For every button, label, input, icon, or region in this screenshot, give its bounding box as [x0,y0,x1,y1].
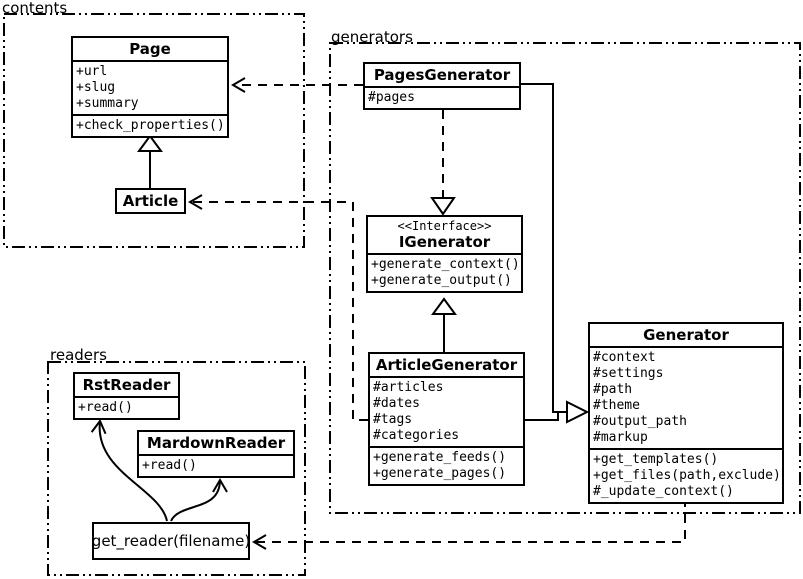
class-rst-reader: RstReader +read() [73,372,180,420]
class-article-name: Article [122,192,179,210]
function-box-get-reader: get_reader(filename) [92,522,250,560]
class-pages-generator-name: PagesGenerator [373,66,511,84]
package-contents-border [3,13,305,248]
class-page: Page +url +slug +summary +check_properti… [71,36,229,138]
class-page-attributes: +url +slug +summary [73,60,227,114]
class-article-generator-name: ArticleGenerator [375,356,518,374]
realization-arrowhead-igenerator-top [430,197,456,216]
class-pages-generator-attributes: #pages [365,86,519,108]
package-label-contents: contents [2,0,68,17]
class-igenerator-stereotype: <<Interface>> [397,219,492,233]
class-generator-name: Generator [643,326,729,344]
class-mardown-reader: MardownReader +read() [137,430,295,478]
class-article-generator-attributes: #articles #dates #tags #categories [370,376,523,446]
class-page-name: Page [129,40,171,58]
class-igenerator-name: IGenerator [398,233,491,251]
class-generator-attributes: #context #settings #path #theme #output_… [590,346,782,448]
class-page-methods: +check_properties() [73,114,227,136]
class-pages-generator: PagesGenerator #pages [363,62,521,110]
class-igenerator-methods: +generate_context() +generate_output() [368,253,521,291]
package-readers-border [47,361,306,576]
class-article: Article [115,188,186,214]
class-igenerator: <<Interface>> IGenerator +generate_conte… [366,215,523,293]
package-label-readers: readers [50,346,107,364]
class-igenerator-header: <<Interface>> IGenerator [368,217,521,253]
edge-articlegenerator-extends-generator [525,412,559,421]
class-article-generator-methods: +generate_feeds() +generate_pages() [370,446,523,484]
package-label-generators: generators [331,28,413,46]
edge-getreader-to-rstreader [90,419,168,522]
edge-generator-depends-getreader [252,498,686,550]
class-rst-reader-methods: +read() [75,396,178,418]
generalization-arrowhead-generator [566,400,590,424]
edge-articlegenerator-depends-article [188,194,368,421]
edge-getreader-to-mardownreader [170,478,228,522]
generalization-arrowhead-igenerator-bottom [431,297,457,315]
class-generator-methods: +get_templates() +get_files(path,exclude… [590,448,782,502]
edge-pagesgenerator-extends-generator [521,83,566,413]
class-mardown-reader-methods: +read() [139,454,293,476]
function-box-get-reader-label: get_reader(filename) [91,532,251,550]
generalization-arrowhead-page [137,134,163,152]
class-article-generator: ArticleGenerator #articles #dates #tags … [368,352,525,486]
class-mardown-reader-name: MardownReader [146,434,286,452]
package-generators-border [329,42,801,514]
class-generator: Generator #context #settings #path #them… [588,322,784,504]
class-rst-reader-name: RstReader [82,376,171,394]
